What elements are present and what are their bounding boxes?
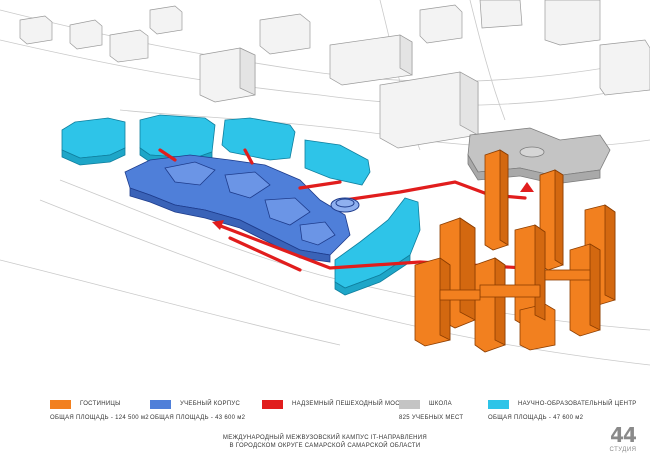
legend-sub-science: ОБЩАЯ ПЛОЩАДЬ - 47 600 м2 [488, 415, 584, 421]
legend-swatch-bridge [262, 400, 283, 409]
legend-label-academic: УЧЕБНЫЙ КОРПУС [180, 401, 241, 407]
legend-swatch-hotels [50, 400, 71, 409]
legend-swatch-academic [150, 400, 171, 409]
legend-label-science: НАУЧНО-ОБРАЗОВАТЕЛЬНЫЙ ЦЕНТР [518, 401, 637, 407]
legend-item-hotels: ГОСТИНИЦЫ ОБЩАЯ ПЛОЩАДЬ - 124 500 м2 [50, 396, 150, 426]
legend: ГОСТИНИЦЫ ОБЩАЯ ПЛОЩАДЬ - 124 500 м2 УЧЕ… [0, 396, 650, 426]
legend-item-science: НАУЧНО-ОБРАЗОВАТЕЛЬНЫЙ ЦЕНТР ОБЩАЯ ПЛОЩА… [488, 396, 638, 426]
academic-building [124, 154, 351, 263]
caption-line-1: МЕЖДУНАРОДНЫЙ МЕЖВУЗОВСКИЙ КАМПУС IT-НАП… [222, 435, 428, 441]
logo-number: 44 [610, 423, 637, 447]
bridge-arrows [212, 182, 534, 230]
hotel-towers [414, 149, 616, 353]
logo-text: СТУДИЯ [609, 447, 637, 453]
context-buildings [19, 0, 650, 149]
legend-sub-school: 825 УЧЕБНЫХ МЕСТ [399, 415, 464, 421]
legend-sub-academic: ОБЩАЯ ПЛОЩАДЬ - 43 600 м2 [150, 415, 246, 421]
legend-label-bridge: НАДЗЕМНЫЙ ПЕШЕХОДНЫЙ МОСТ [292, 401, 404, 407]
legend-label-hotels: ГОСТИНИЦЫ [80, 401, 121, 407]
legend-sub-hotels: ОБЩАЯ ПЛОЩАДЬ - 124 500 м2 [50, 415, 149, 421]
bridge-rotunda [330, 197, 360, 213]
studio-logo: 44 СТУДИЯ [608, 425, 638, 455]
legend-label-school: ШКОЛА [429, 401, 452, 407]
caption-line-2: В ГОРОДСКОМ ОКРУГЕ САМАРСКОЙ САМАРСКОЙ О… [229, 443, 421, 449]
legend-item-academic: УЧЕБНЫЙ КОРПУС ОБЩАЯ ПЛОЩАДЬ - 43 600 м2 [150, 396, 260, 426]
legend-item-bridge: НАДЗЕМНЫЙ ПЕШЕХОДНЫЙ МОСТ [262, 396, 403, 426]
campus-axonometric-scene [0, 0, 650, 366]
legend-swatch-school [399, 400, 420, 409]
legend-item-school: ШКОЛА 825 УЧЕБНЫХ МЕСТ [399, 396, 469, 426]
legend-swatch-science [488, 400, 509, 409]
